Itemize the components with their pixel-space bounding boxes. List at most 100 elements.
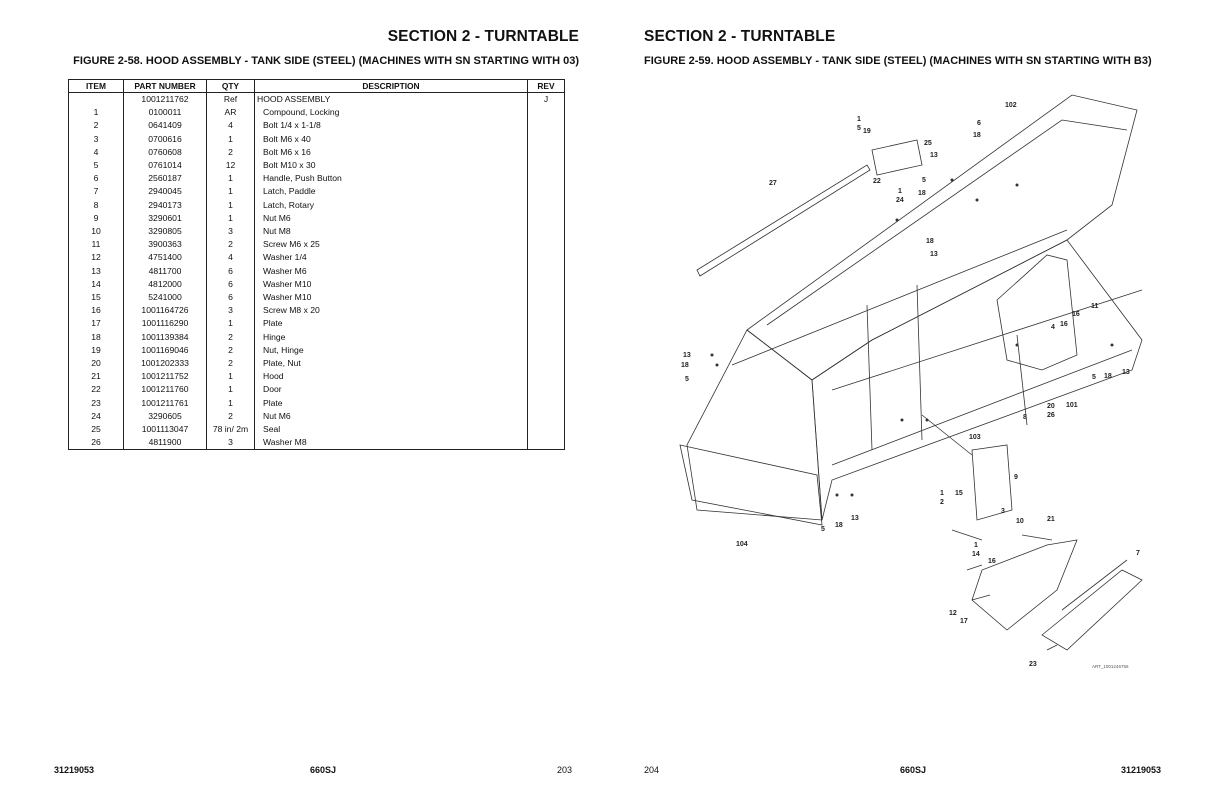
- handle-plate: [971, 539, 1078, 631]
- door-outline: [996, 254, 1078, 371]
- rev-cell: [527, 185, 565, 199]
- callout-label: 6: [977, 120, 981, 127]
- callout-label: 2: [940, 499, 944, 506]
- part-number-cell: 1001211760: [123, 383, 207, 397]
- art-id-label: ART_1001246756: [1092, 664, 1129, 669]
- part-number-cell: 4811900: [123, 436, 207, 451]
- callout-label: 10: [1016, 518, 1024, 525]
- rev-cell: [527, 264, 565, 278]
- part-number-cell: 3900363: [123, 238, 207, 252]
- description-cell: Latch, Paddle: [254, 185, 528, 199]
- callout-label: 25: [924, 140, 932, 147]
- item-cell: 12: [68, 251, 124, 265]
- figure-title: FIGURE 2-59. HOOD ASSEMBLY - TANK SIDE (…: [644, 55, 1152, 67]
- item-cell: 8: [68, 198, 124, 212]
- footer-doc-number: 31219053: [1121, 765, 1162, 775]
- callout-label: 13: [930, 152, 938, 159]
- description-cell: Bolt M10 x 30: [254, 159, 528, 173]
- qty-cell: 4: [206, 251, 255, 265]
- description-cell: Bolt 1/4 x 1-1/8: [254, 119, 528, 133]
- item-cell: 26: [68, 436, 124, 451]
- callout-label: 8: [1023, 414, 1027, 421]
- callout-label: 18: [1104, 373, 1112, 380]
- part-number-cell: 0761014: [123, 159, 207, 173]
- item-cell: 11: [68, 238, 124, 252]
- hood-lower-edge: [686, 329, 823, 521]
- description-cell: Nut M8: [254, 225, 528, 239]
- callout-label: 5: [1092, 374, 1096, 381]
- part-number-cell: 1001211752: [123, 370, 207, 384]
- description-cell: Washer 1/4: [254, 251, 528, 265]
- footer-page-number: 204: [644, 765, 660, 775]
- callout-label: 19: [863, 128, 871, 135]
- section-title: SECTION 2 - TURNTABLE: [387, 28, 579, 45]
- callout-label: 11: [1091, 303, 1099, 310]
- part-number-cell: 2940045: [123, 185, 207, 199]
- rev-cell: [527, 119, 565, 133]
- qty-cell: 2: [206, 330, 255, 344]
- rev-cell: [527, 317, 565, 331]
- part-number-cell: 3290601: [123, 211, 207, 226]
- qty-cell: 4: [206, 119, 255, 133]
- footer-model: 660SJ: [900, 765, 927, 775]
- callout-label: 13: [1122, 369, 1130, 376]
- callout-label: 5: [821, 526, 825, 533]
- callout-label: 24: [896, 197, 904, 204]
- item-cell: 23: [68, 396, 124, 410]
- qty-cell: 2: [206, 343, 255, 358]
- header-part-number: PART NUMBER: [123, 79, 207, 93]
- qty-cell: 1: [206, 317, 255, 331]
- description-cell: Washer M6: [254, 264, 528, 278]
- rev-cell: [527, 198, 565, 212]
- part-number-cell: 1001139384: [123, 330, 207, 344]
- part-number-cell: 2560187: [123, 172, 207, 186]
- rev-cell: [527, 132, 565, 146]
- rev-cell: [527, 291, 565, 305]
- description-cell: Nut M6: [254, 409, 528, 424]
- hood-top-panel: [746, 94, 1138, 381]
- qty-cell: 1: [206, 172, 255, 186]
- rev-cell: J: [527, 92, 565, 107]
- callout-label: 26: [1047, 412, 1055, 419]
- qty-cell: 3: [206, 436, 255, 451]
- callout-label: 16: [988, 558, 996, 565]
- part-number-cell: 2940173: [123, 198, 207, 212]
- item-cell: 21: [68, 370, 124, 384]
- callout-label: 3: [1001, 508, 1005, 515]
- item-cell: 25: [68, 423, 124, 437]
- item-cell: 3: [68, 132, 124, 146]
- part-number-cell: 1001169046: [123, 343, 207, 358]
- part-number-cell: 4811700: [123, 264, 207, 278]
- rev-cell: [527, 396, 565, 410]
- header-item: ITEM: [68, 79, 124, 93]
- header-description: DESCRIPTION: [254, 79, 528, 93]
- qty-cell: 2: [206, 238, 255, 252]
- hinge-plate: [871, 139, 923, 176]
- callout-label: 14: [972, 551, 980, 558]
- callout-label: 21: [1047, 516, 1055, 523]
- callout-label: 5: [857, 125, 861, 132]
- callout-labels: 102 1 5 19 6 18 25 13 27 22 1 24 5 18 18…: [681, 102, 1140, 669]
- rev-cell: [527, 159, 565, 173]
- part-number-cell: 3290605: [123, 409, 207, 424]
- callout-label: 1: [974, 542, 978, 549]
- qty-cell: 1: [206, 211, 255, 226]
- qty-cell: 1: [206, 383, 255, 397]
- callout-label: 1: [940, 490, 944, 497]
- callout-label: 9: [1014, 474, 1018, 481]
- description-cell: Door: [254, 383, 528, 397]
- qty-cell: 1: [206, 185, 255, 199]
- callout-label: 13: [930, 251, 938, 258]
